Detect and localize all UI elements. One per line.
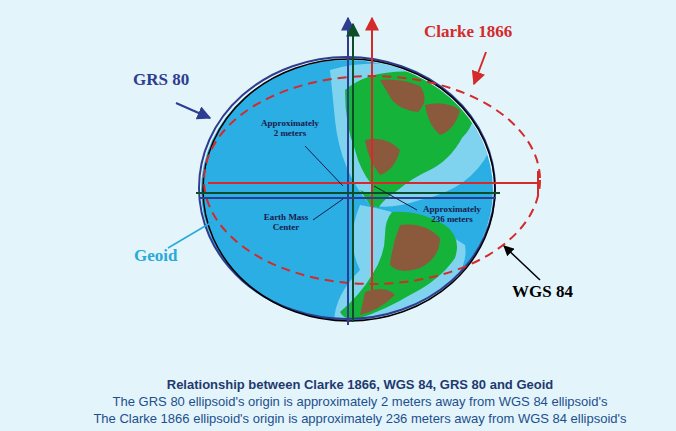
clarke-tick [537,171,539,195]
grs80-pointer [176,103,210,118]
wgs84-axis [352,24,354,322]
center-note: Earth Mass Center [260,212,312,233]
236-meter-leader [374,186,417,210]
grs80-equator [199,197,496,199]
ellipsoid-label: WGS 84 [512,282,573,302]
continents [330,64,492,330]
clarke-pointer [474,52,486,84]
caption-line: The GRS 80 ellipsoid's origin is approxi… [113,394,608,409]
distance-note: Approximately 236 meters [420,204,484,225]
distance-note: Approximately 2 meters [258,118,322,139]
clarke-axis [371,18,373,290]
grs80-axis [347,18,349,325]
wgs84-equator [196,192,500,194]
diagram-title: Relationship between Clarke 1866, WGS 84… [167,377,554,392]
caption-line: The Clarke 1866 ellipsoid's origin is ap… [93,411,626,426]
clarke-equator [208,182,538,184]
wgs84-pointer [504,246,540,280]
mass-center-leader [313,199,343,220]
ellipsoid-label: Clarke 1866 [424,22,512,42]
geoid-label: Geoid [134,246,177,266]
ellipsoid-label: GRS 80 [133,70,189,90]
geoid-leader [168,222,212,248]
two-meter-leader [305,146,343,186]
